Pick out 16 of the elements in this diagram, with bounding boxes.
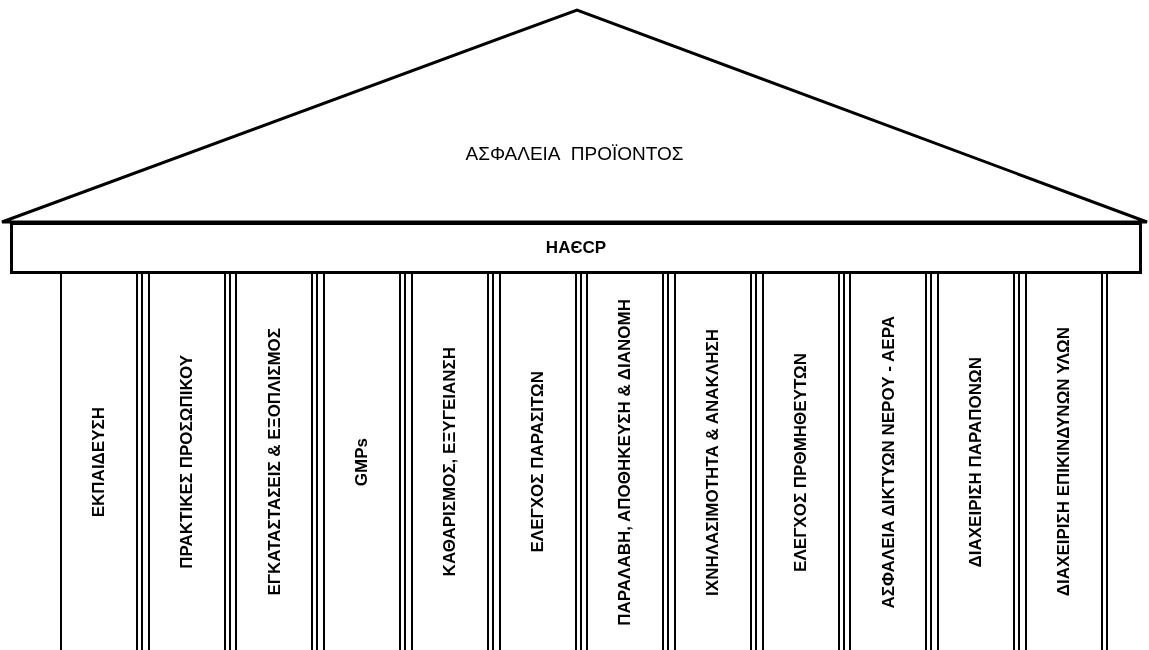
- pillar-label: ΑΣΦΑΛΕΙΑ ΔΙΚΤΥΩΝ ΝΕΡΟΥ - ΑΕΡΑ: [878, 315, 899, 609]
- roof-title: ΑΣΦΑΛΕΙΑ ΠΡΟΪΟΝΤΟΣ: [464, 143, 685, 165]
- beam-box: [10, 222, 1142, 274]
- pillar-label: ΠΡΑΚΤΙΚΕΣ ΠΡΟΣΩΠΙΚΟΥ: [176, 355, 197, 569]
- pillar-label: GMPs: [352, 437, 372, 487]
- pillar-label: ΕΛΕΓΧΟΣ ΠΡΘΜΗΘΕΥΤΩΝ: [790, 352, 811, 572]
- pillar-label: ΠΑΡΑΛΑΒΗ, ΑΠΟΘΗΚΕΥΣΗ & ΔΙΑΝΟΜΗ: [615, 298, 635, 626]
- pillar-label: ΔΙΑΧΕΙΡΙΣΗ ΕΠΙΚΙΝΔΥΝΩΝ ΥΛΩΝ: [1053, 327, 1074, 597]
- pillar-label: ΕΓΚΑΤΑΣΤΑΣΕΙΣ & ΕΞΟΠΛΙΣΜΟΣ: [264, 328, 285, 596]
- beam-label: ΗΑЄCP: [545, 238, 607, 258]
- pillar-label: ΔΙΑΧΕΙΡΙΣΗ ΠΑΡΑΠΟΝΩΝ: [966, 356, 986, 568]
- pillar-label: ΕΛΕΓΧΟΣ ΠΑΡΑΣΙΤΩΝ: [527, 371, 548, 553]
- pillar-label: ΕΚΠΑΙΔΕΥΣΗ: [89, 406, 109, 518]
- pediment-triangle: [0, 8, 1149, 224]
- pillar-label: ΚΑΘΑΡΙΣΜΟΣ, ΕΞΥΓΕΙΑΝΣΗ: [440, 347, 460, 577]
- pillar-label: ΙΧΝΗΛΑΣΙΜΟΤΗΤΑ & ΑΝΑΚΛΗΣΗ: [703, 328, 723, 596]
